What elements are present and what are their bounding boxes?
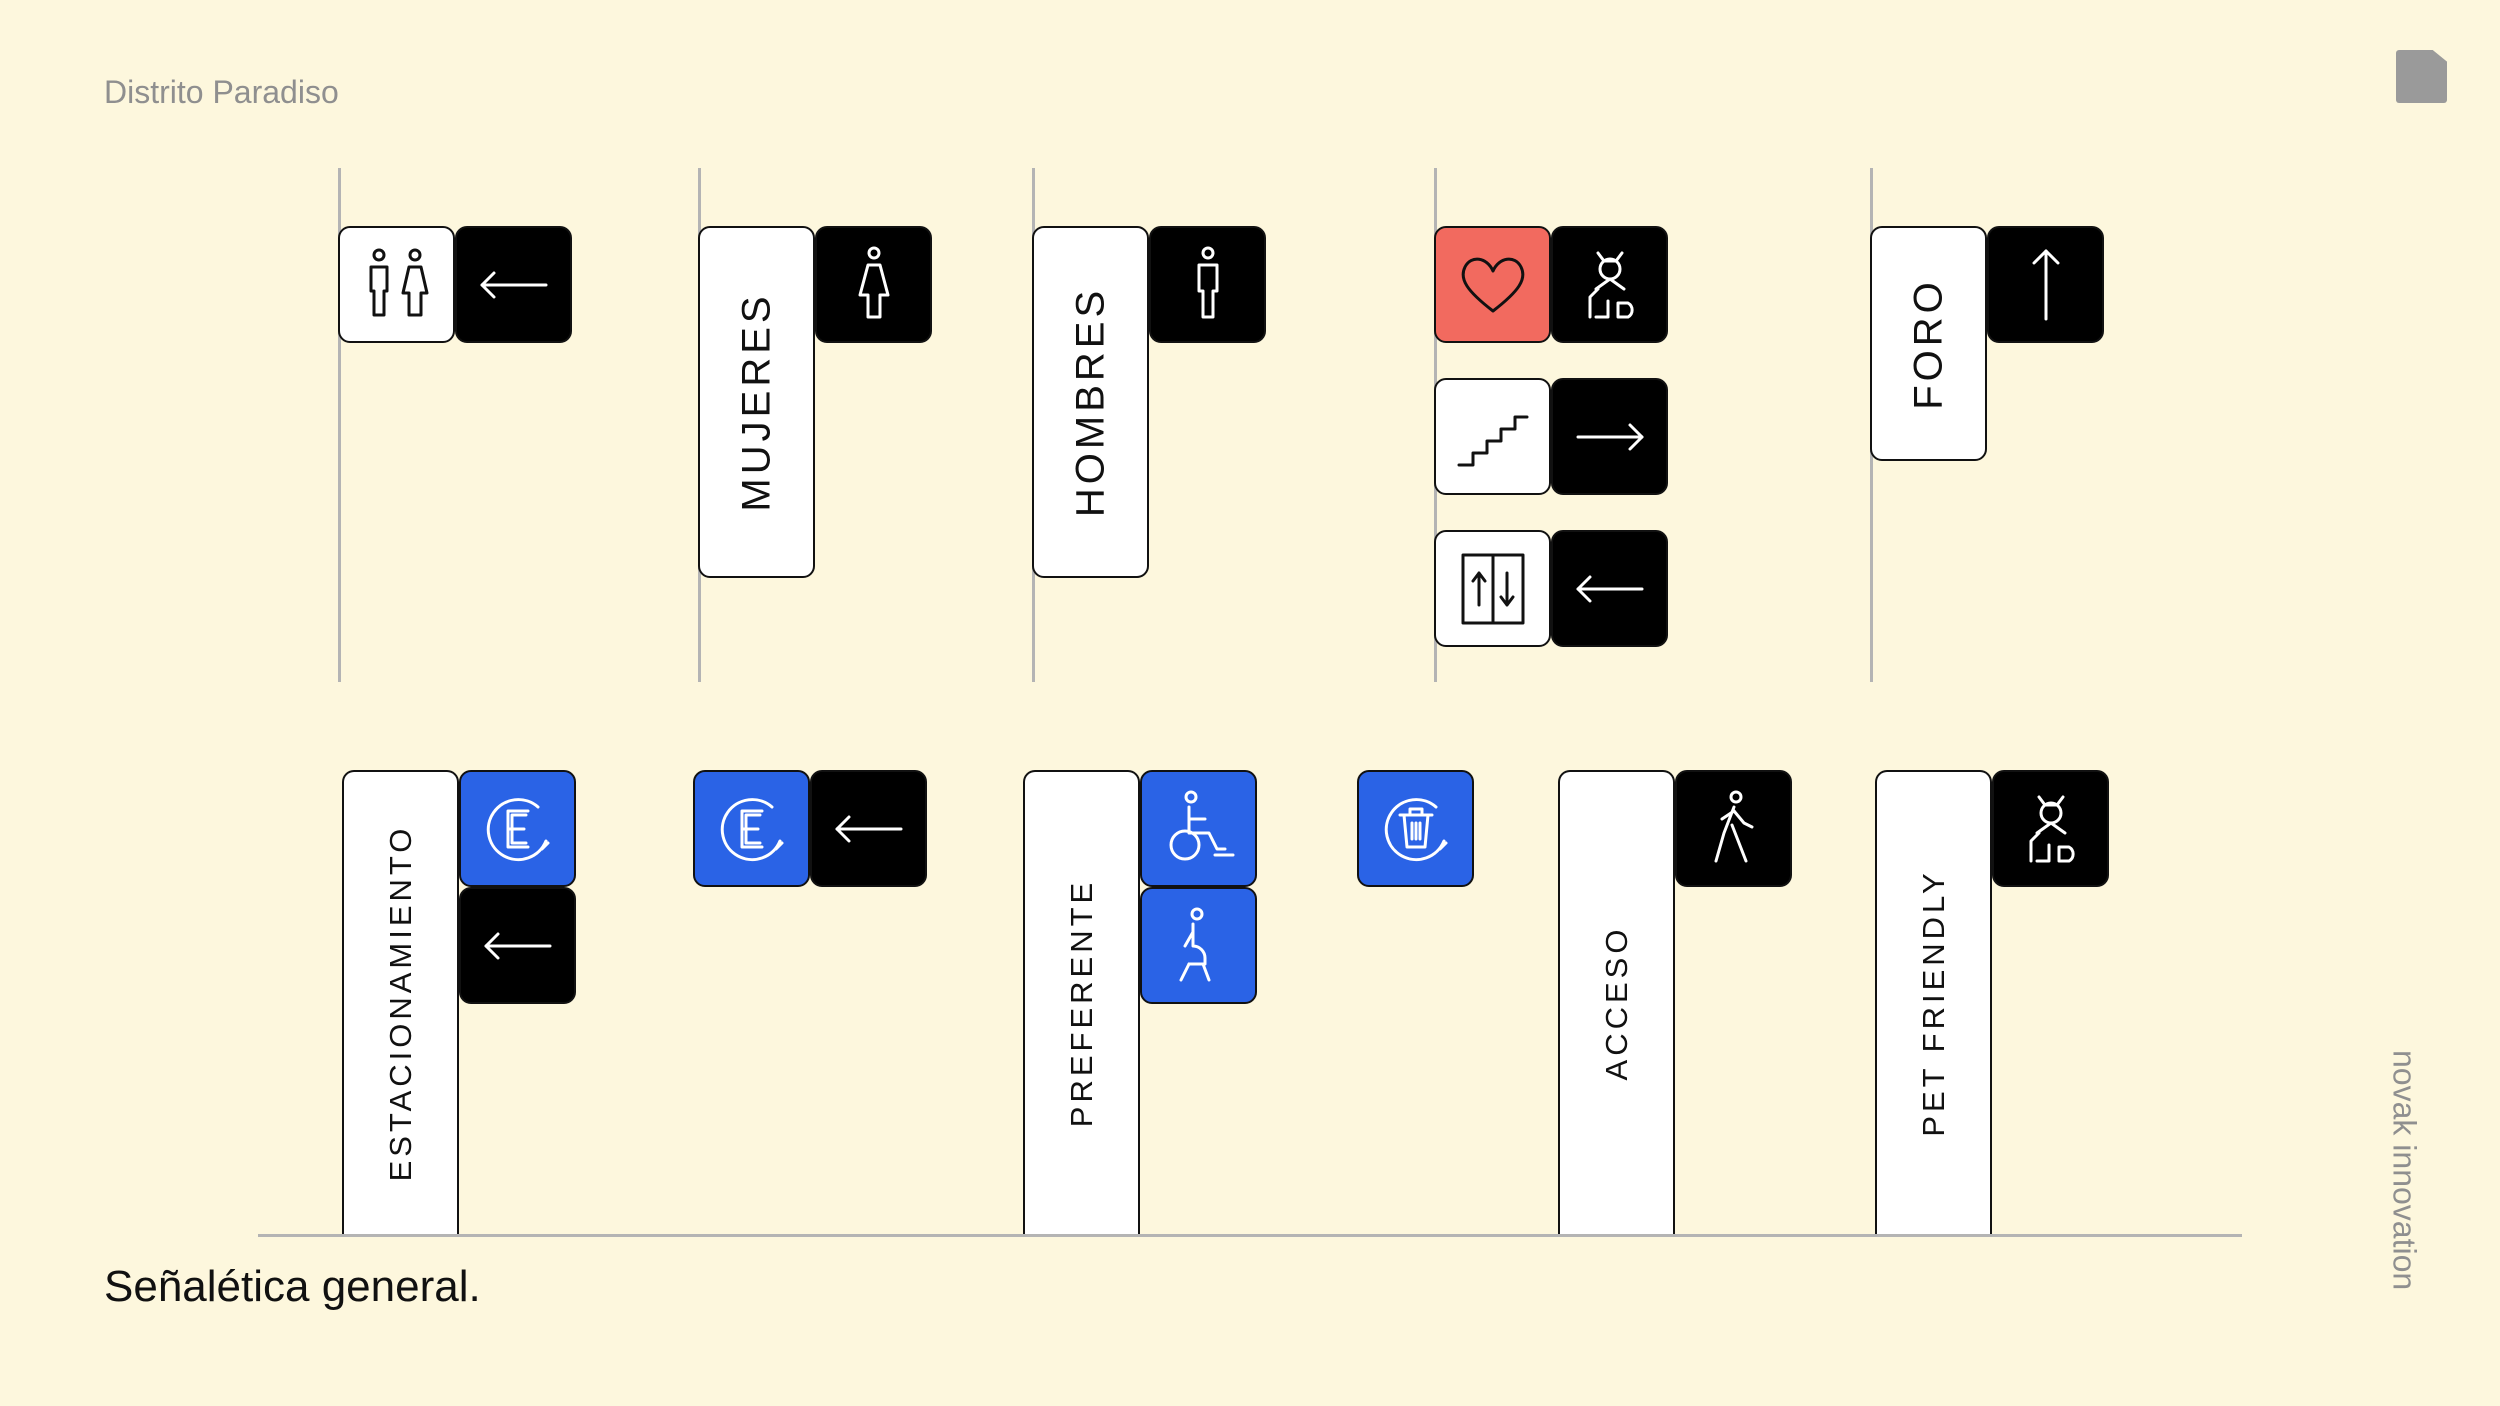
page-caption: Señalética general.	[104, 1262, 481, 1311]
preferente-label: PREFERENTE	[1063, 878, 1099, 1128]
restroom-arrow-sign	[455, 226, 572, 343]
pet-icon	[2029, 795, 2075, 862]
elevator-icon	[1461, 553, 1524, 624]
trash-icon	[1384, 797, 1447, 861]
elevator-sign	[1434, 530, 1551, 647]
parking-direction-arrow	[810, 770, 927, 887]
heart-sign	[1434, 226, 1551, 343]
elevator-arrow-sign	[1551, 530, 1668, 647]
pregnant-icon	[1179, 907, 1210, 981]
acceso-panel: ACCESO	[1558, 770, 1675, 1234]
woman-sign	[815, 226, 932, 343]
walking-sign	[1675, 770, 1792, 887]
arrow-left-icon	[480, 271, 547, 298]
estacionamiento-label: ESTACIONAMIENTO	[382, 824, 418, 1182]
parking-icon	[720, 797, 783, 861]
man-sign	[1149, 226, 1266, 343]
woman-icon	[858, 246, 889, 318]
pregnant-sign	[1140, 887, 1257, 1004]
arrow-right-icon	[1576, 423, 1643, 450]
arrow-left-icon	[1576, 575, 1643, 602]
heart-icon	[1461, 257, 1524, 312]
pet-friendly-panel: PET FRIENDLY	[1875, 770, 1992, 1234]
walking-icon	[1714, 790, 1753, 862]
stairs-sign	[1434, 378, 1551, 495]
wheelchair-sign	[1140, 770, 1257, 887]
arrow-left-icon	[835, 815, 902, 842]
hombres-panel: HOMBRES	[1032, 226, 1149, 578]
arrow-up-icon	[2032, 249, 2059, 320]
estacionamiento-panel: ESTACIONAMIENTO	[342, 770, 459, 1234]
pet-friendly-label: PET FRIENDLY	[1915, 869, 1951, 1137]
parking-icon	[486, 797, 549, 861]
wheelchair-icon	[1169, 790, 1234, 860]
restroom-icon	[369, 248, 428, 316]
pet-sign	[1992, 770, 2109, 887]
pole-restroom	[338, 168, 341, 682]
parking-sign	[459, 770, 576, 887]
corner-logo-mark	[2396, 50, 2447, 103]
vendor-credit: novak innovation	[2386, 1050, 2423, 1291]
foro-arrow-sign	[1987, 226, 2104, 343]
restroom-sign	[338, 226, 455, 343]
pet-icon	[1588, 251, 1634, 318]
parking-direction-sign	[693, 770, 810, 887]
arrow-left-icon	[484, 932, 551, 959]
stairs-arrow-sign	[1551, 378, 1668, 495]
foro-panel: FORO	[1870, 226, 1987, 461]
foro-label: FORO	[1906, 277, 1950, 410]
acceso-label: ACCESO	[1598, 925, 1634, 1081]
floor-line	[258, 1234, 2242, 1237]
hombres-label: HOMBRES	[1068, 286, 1112, 518]
parking-arrow-sign	[459, 887, 576, 1004]
mujeres-label: MUJERES	[734, 292, 778, 512]
brand-title: Distrito Paradiso	[104, 74, 339, 110]
trash-sign	[1357, 770, 1474, 887]
man-icon	[1197, 246, 1218, 318]
mujeres-panel: MUJERES	[698, 226, 815, 578]
preferente-panel: PREFERENTE	[1023, 770, 1140, 1234]
stairs-icon	[1457, 415, 1528, 466]
pet-sign-top	[1551, 226, 1668, 343]
